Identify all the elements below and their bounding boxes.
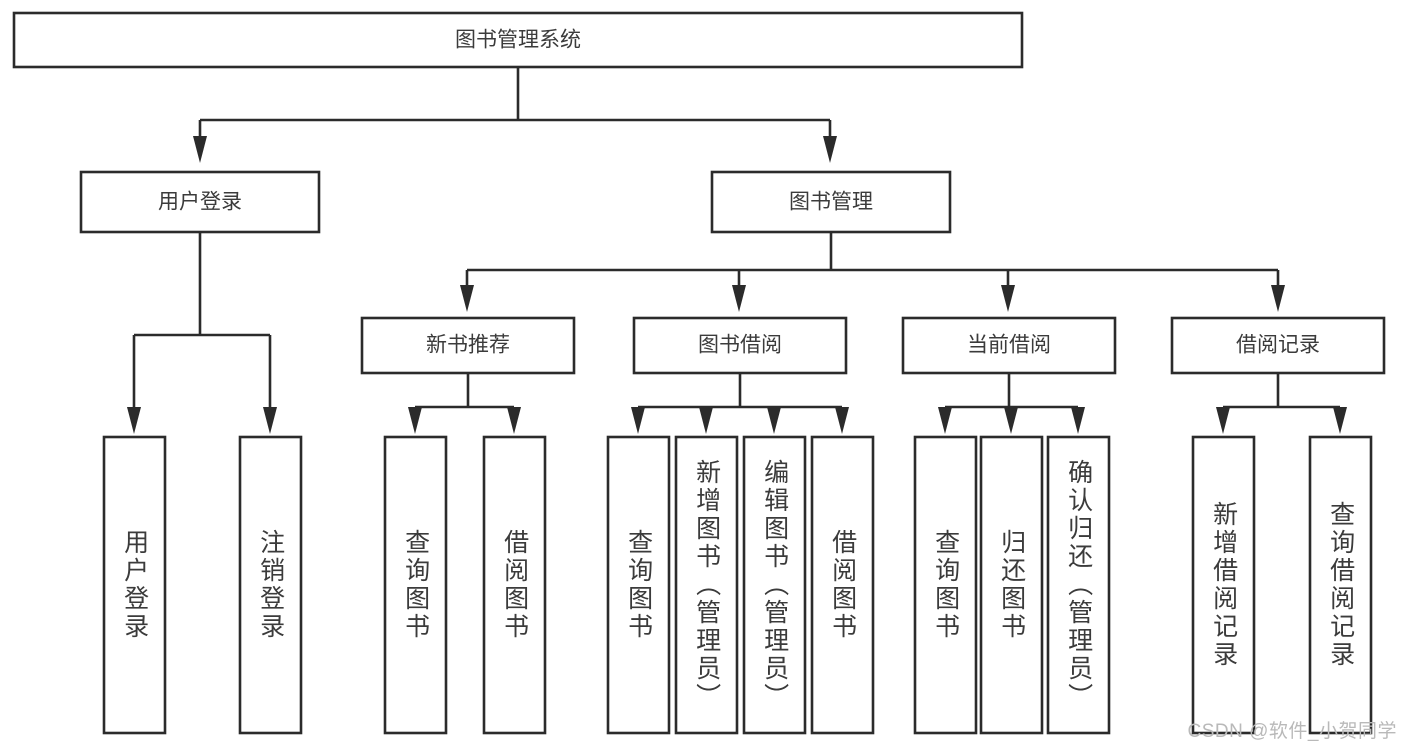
arrowhead-book-borrow [732, 285, 746, 312]
node-new-book-recommend-box[interactable] [360, 316, 576, 375]
leaf-user-logout-box[interactable] [238, 435, 303, 735]
arrowhead-user-login [193, 136, 207, 163]
leaf-query-book-borrow-box[interactable] [606, 435, 671, 735]
leaf-add-borrow-record-box[interactable] [1191, 435, 1256, 735]
arrowhead-leaf-edit-book-admin [767, 407, 781, 434]
node-book-manage-label: 图书管理 [789, 191, 873, 214]
leaf-confirm-return-admin-box[interactable] [1046, 435, 1111, 735]
node-current-borrow-box[interactable] [901, 316, 1117, 375]
arrowhead-leaf-confirm-return-admin [1071, 407, 1085, 434]
node-book-borrow-label: 图书借阅 [698, 334, 782, 357]
arrowhead-leaf-add-borrow-record [1216, 407, 1230, 434]
leaf-add-book-admin-box[interactable] [674, 435, 739, 735]
arrowhead-current-borrow [1001, 285, 1015, 312]
arrowhead-leaf-borrow-book [835, 407, 849, 434]
node-borrow-record-label: 借阅记录 [1236, 334, 1320, 357]
arrowhead-leaf-query-borrow-record [1333, 407, 1347, 434]
node-new-book-recommend-label: 新书推荐 [426, 334, 510, 357]
leaf-user-login-box[interactable] [102, 435, 167, 735]
arrowhead-leaf-return-book [1004, 407, 1018, 434]
arrowhead-leaf-query-book-rec [408, 407, 422, 434]
node-current-borrow-label: 当前借阅 [967, 334, 1051, 357]
csdn-watermark: CSDN @软件_小贺同学 [1187, 721, 1397, 742]
leaf-return-book-box[interactable] [979, 435, 1044, 735]
node-book-borrow-box[interactable] [632, 316, 848, 375]
arrowhead-borrow-record [1271, 285, 1285, 312]
node-book-manage-box[interactable] [710, 170, 952, 234]
leaf-borrow-book-box[interactable] [810, 435, 875, 735]
leaf-query-borrow-record-box[interactable] [1308, 435, 1373, 735]
node-user-login-label: 用户登录 [158, 191, 242, 214]
leaf-edit-book-admin-box[interactable] [742, 435, 807, 735]
node-borrow-record-box[interactable] [1170, 316, 1386, 375]
node-root-box[interactable] [12, 11, 1024, 69]
node-root-label: 图书管理系统 [455, 29, 581, 52]
arrowhead-leaf-user-logout [263, 407, 277, 434]
leaf-query-book-current-box[interactable] [913, 435, 978, 735]
arrowhead-leaf-user-login [127, 407, 141, 434]
arrowhead-leaf-add-book-admin [699, 407, 713, 434]
arrowhead-leaf-query-book-current [938, 407, 952, 434]
leaf-query-book-rec-box[interactable] [383, 435, 448, 735]
arrowhead-book-manage [823, 136, 837, 163]
leaf-borrow-book-rec-box[interactable] [482, 435, 547, 735]
arrowhead-leaf-borrow-book-rec [507, 407, 521, 434]
arrowhead-new-book-recommend [460, 285, 474, 312]
arrowhead-leaf-query-book-borrow [631, 407, 645, 434]
